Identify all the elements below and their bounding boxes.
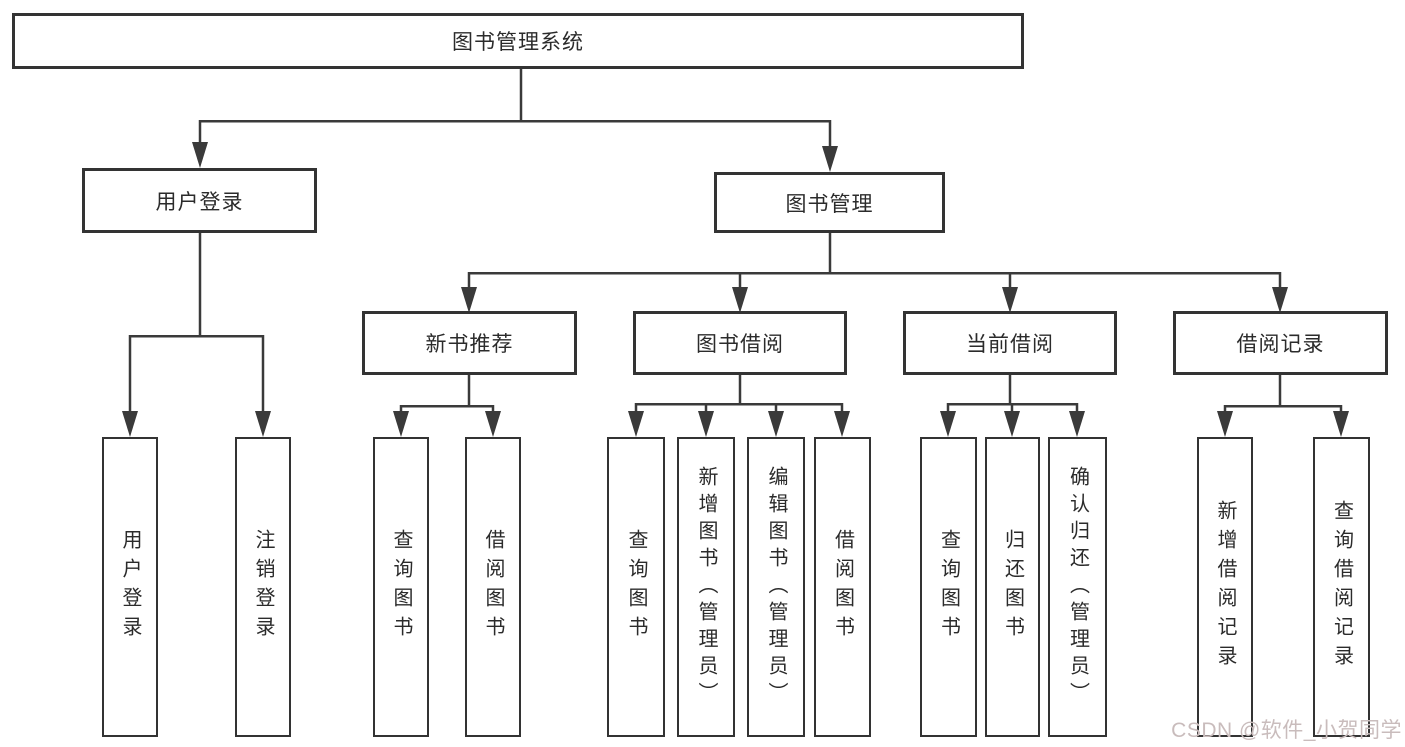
leaf-query-borrow-record: 查询借阅记录 [1313, 437, 1370, 737]
node-user-login: 用户登录 [82, 168, 317, 233]
leaf-borrow-books: 借阅图书 [814, 437, 871, 737]
leaf-borrow-query-books: 查询图书 [607, 437, 665, 737]
leaf-add-books-admin: 新增图书（管理员） [677, 437, 735, 737]
leaf-add-borrow-record: 新增借阅记录 [1197, 437, 1253, 737]
leaf-recommend-borrow-books: 借阅图书 [465, 437, 521, 737]
node-root-system: 图书管理系统 [12, 13, 1024, 69]
node-current-borrowing: 当前借阅 [903, 311, 1117, 375]
node-book-borrowing: 图书借阅 [633, 311, 847, 375]
leaf-edit-books-admin: 编辑图书（管理员） [747, 437, 805, 737]
leaf-return-books: 归还图书 [985, 437, 1040, 737]
csdn-watermark: CSDN @软件_小贺同学 [1171, 719, 1402, 742]
leaf-confirm-return-admin: 确认归还（管理员） [1048, 437, 1107, 737]
leaf-logout: 注销登录 [235, 437, 291, 737]
node-book-management: 图书管理 [714, 172, 945, 233]
node-new-book-recommend: 新书推荐 [362, 311, 577, 375]
leaf-current-query-books: 查询图书 [920, 437, 977, 737]
leaf-recommend-query-books: 查询图书 [373, 437, 429, 737]
node-borrowing-records: 借阅记录 [1173, 311, 1388, 375]
leaf-user-login: 用户登录 [102, 437, 158, 737]
